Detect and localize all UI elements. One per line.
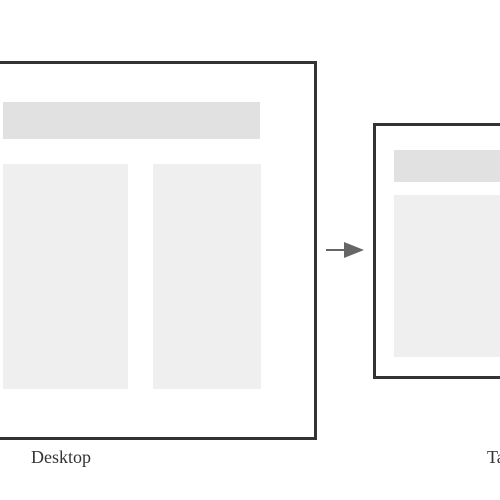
tablet-header-placeholder — [394, 150, 500, 182]
desktop-header-placeholder — [3, 102, 260, 139]
tablet-content-placeholder — [394, 195, 500, 357]
desktop-main-column-placeholder — [3, 164, 128, 389]
tablet-label: Tablet — [487, 447, 500, 467]
tablet-wireframe — [373, 123, 500, 379]
desktop-label: Desktop — [31, 447, 91, 467]
desktop-side-column-placeholder — [153, 164, 261, 389]
right-arrow-icon — [326, 242, 364, 258]
desktop-wireframe — [0, 61, 317, 440]
